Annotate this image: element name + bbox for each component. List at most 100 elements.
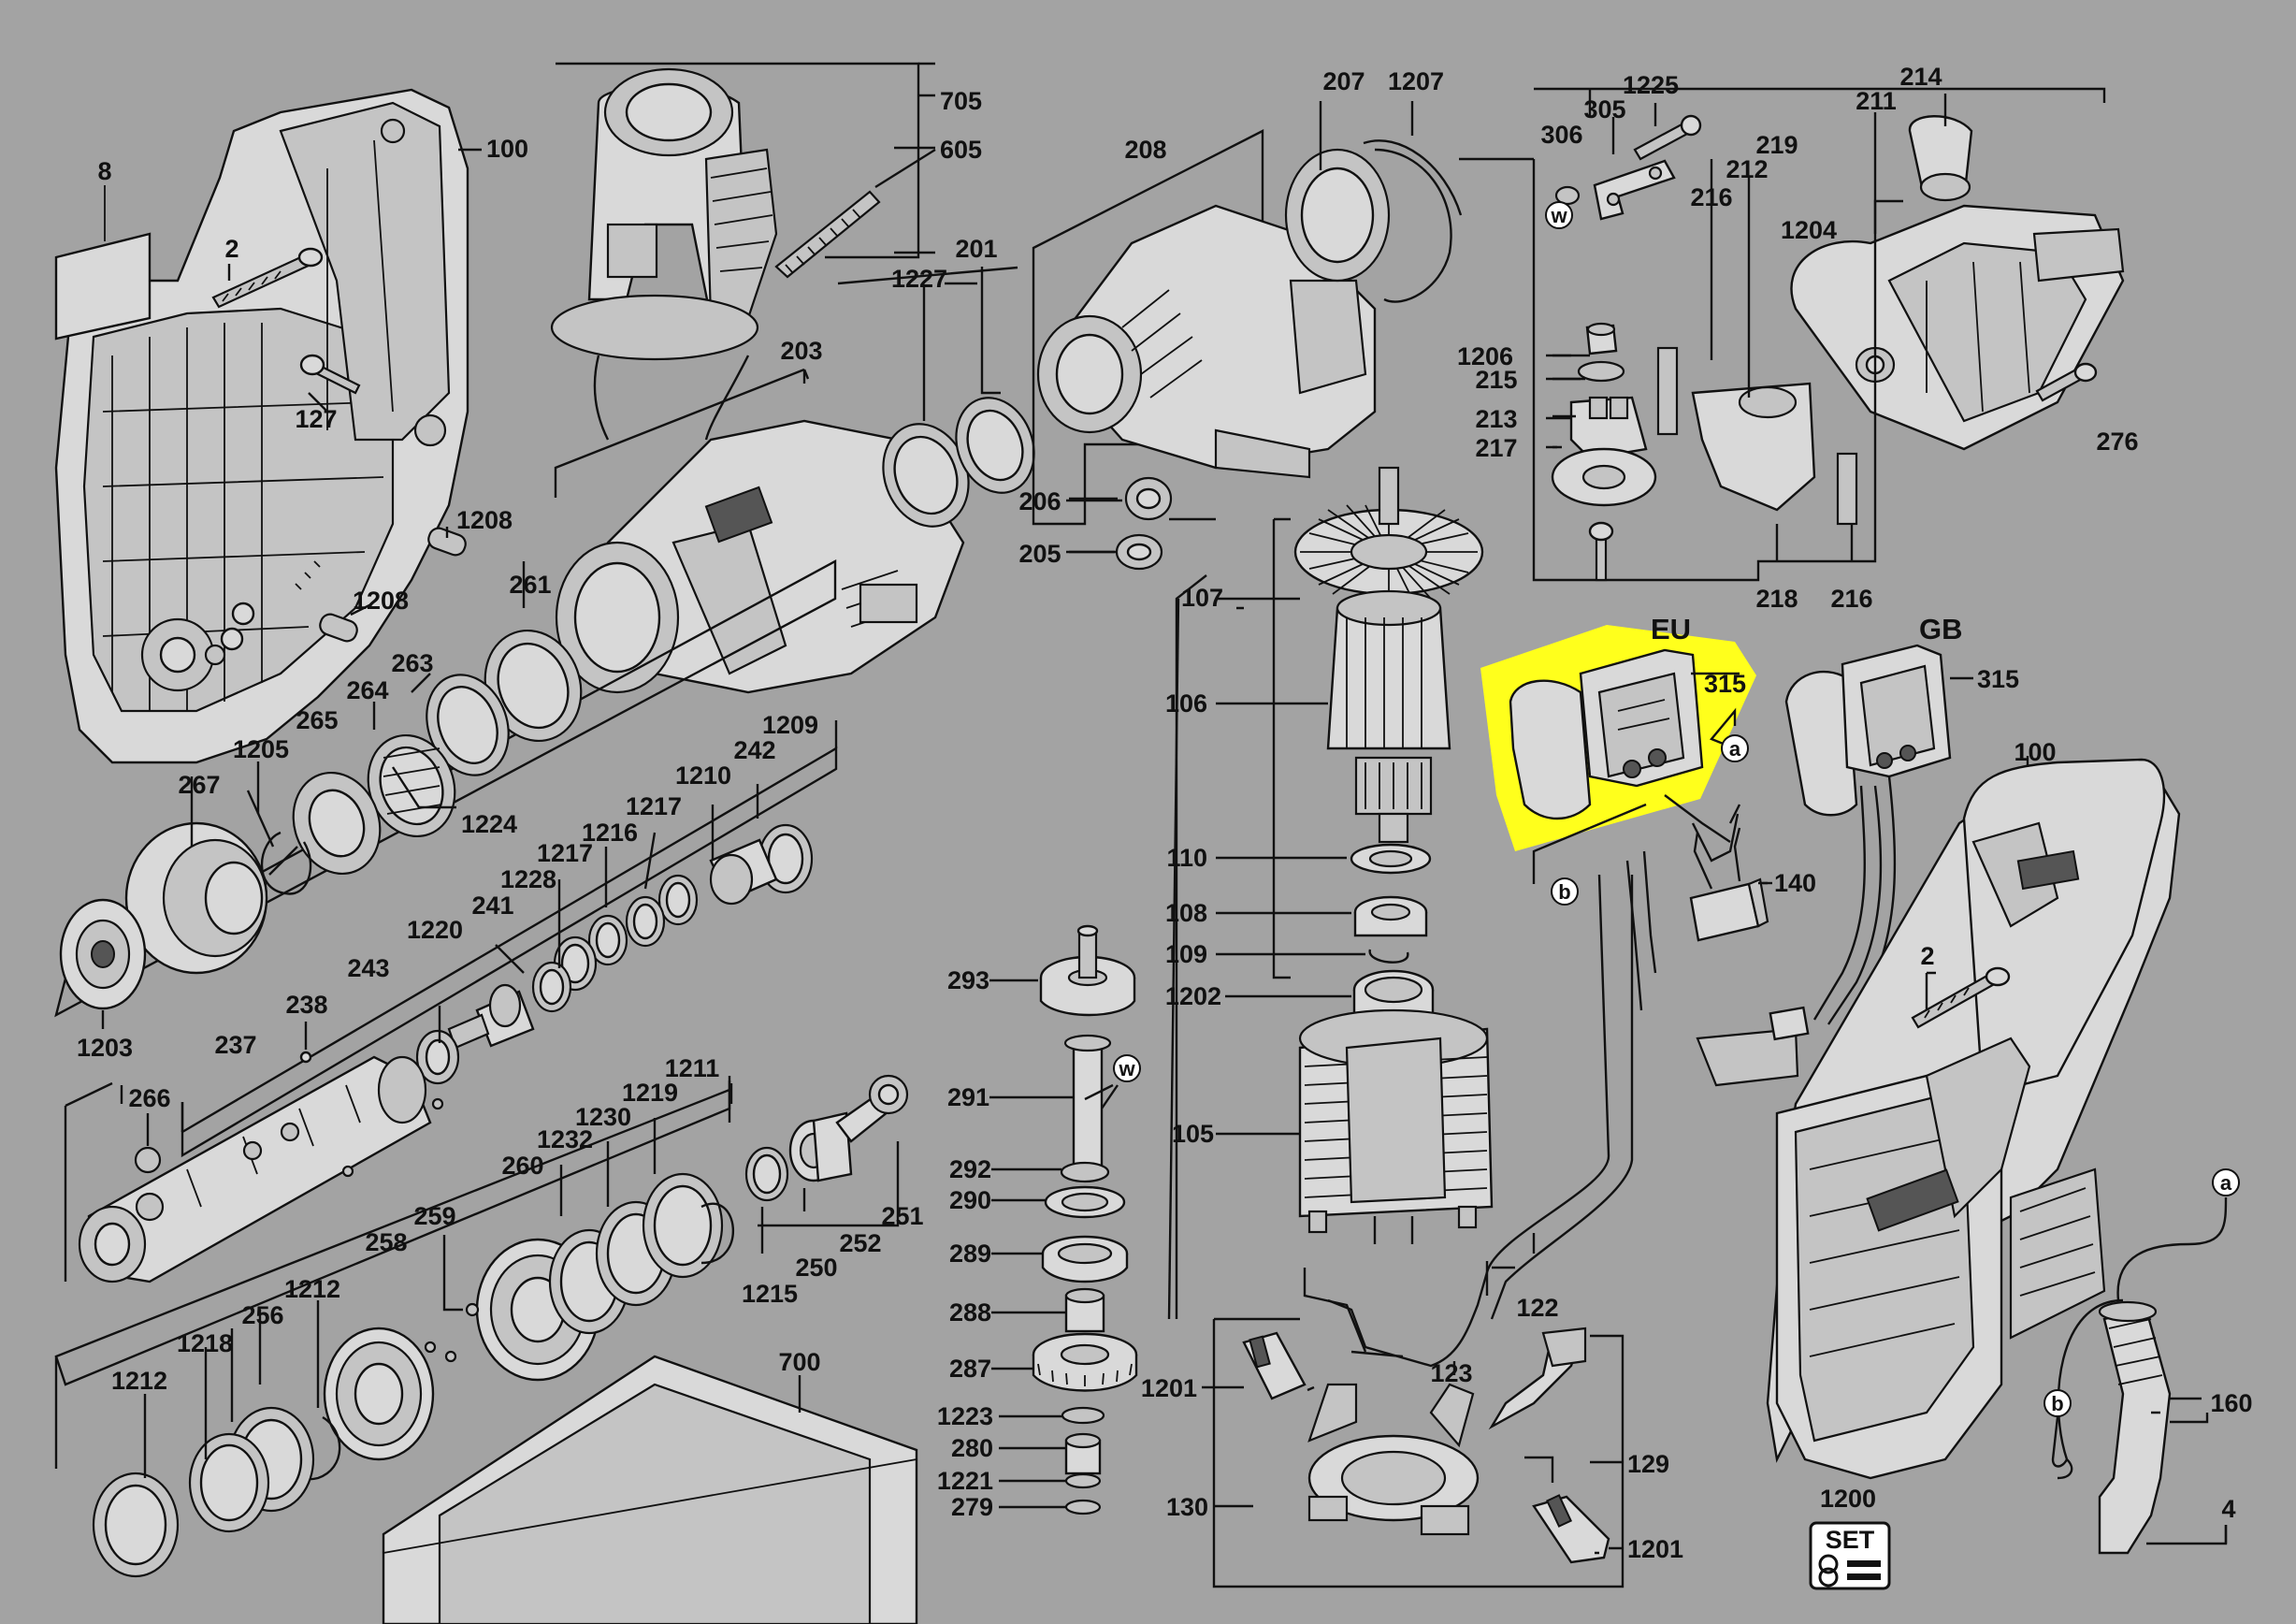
part-2-screw: [211, 247, 324, 309]
bracket-208: [1032, 129, 1264, 526]
callout-w-shaft: w: [1113, 1054, 1141, 1082]
part-258-clutch: [323, 1327, 435, 1461]
bracket-203: [554, 368, 805, 498]
label-107: 107: [1181, 584, 1223, 612]
part-291-shaft: [1063, 1034, 1112, 1171]
label-1225: 1225: [1623, 71, 1679, 99]
part-203-gear-housing: [555, 419, 965, 694]
label-218: 218: [1755, 585, 1798, 613]
svg-text:SET: SET: [1826, 1526, 1875, 1554]
label-208: 208: [1124, 136, 1166, 164]
part-8-label-plate: [54, 232, 152, 341]
label-108: 108: [1165, 899, 1207, 927]
label-700: 700: [778, 1348, 820, 1376]
part-276-screw: [2035, 362, 2098, 402]
part-100-assembled-tool: [1766, 758, 2181, 1480]
label-1211: 1211: [665, 1054, 720, 1082]
part-237-tool-holder: [78, 1055, 432, 1283]
callout-a-cord: a: [2212, 1168, 2240, 1196]
label-129: 129: [1627, 1450, 1669, 1478]
part-housing-left: [54, 88, 469, 764]
label-1208-b: 1208: [353, 587, 409, 615]
label-207: 207: [1322, 67, 1365, 95]
part-315-gb-switch: [1784, 644, 1952, 817]
label-214: 214: [1899, 63, 1942, 91]
part-1210-ring: [657, 874, 699, 926]
part-105-stator: [1298, 1008, 1494, 1244]
label-259: 259: [413, 1202, 455, 1230]
label-264: 264: [346, 676, 388, 704]
label-288: 288: [949, 1298, 991, 1327]
part-211-housing-cover: [1790, 204, 2125, 451]
part-705-side-handle: [550, 67, 778, 441]
svg-text:a: a: [2220, 1171, 2232, 1195]
part-287-gear: [1032, 1332, 1138, 1392]
callout-a-eu: a: [1721, 734, 1749, 762]
label-212: 212: [1726, 155, 1768, 183]
label-241: 241: [471, 892, 513, 920]
bracket-130: [1212, 1319, 1625, 1588]
label-1232: 1232: [537, 1125, 593, 1153]
part-1221-ring: [1064, 1472, 1102, 1489]
part-1223-washer: [1061, 1406, 1105, 1425]
part-1212-circlip-b: [92, 1472, 180, 1578]
label-276: 276: [2096, 428, 2138, 456]
part-208-cylinder: [1036, 204, 1377, 479]
label-305: 305: [1583, 95, 1625, 123]
part-213-brush-holder: [1569, 396, 1648, 460]
part-279-ring: [1064, 1499, 1102, 1515]
label-705: 705: [940, 87, 982, 115]
label-160: 160: [2210, 1389, 2252, 1417]
label-315-gb: 315: [1977, 665, 2019, 693]
label-217: 217: [1475, 434, 1517, 462]
label-100: 100: [486, 135, 528, 163]
part-214-knob: [1908, 115, 1973, 202]
label-215: 215: [1475, 366, 1517, 394]
label-1210: 1210: [675, 761, 731, 790]
label-130: 130: [1166, 1493, 1208, 1521]
label-1208-a: 1208: [456, 506, 513, 534]
part-1219-ring: [642, 1172, 724, 1279]
part-241-piston: [447, 983, 535, 1050]
label-1205: 1205: [233, 735, 289, 763]
label-1201-b: 1201: [1627, 1535, 1683, 1563]
part-305-bracket: [1593, 159, 1676, 221]
svg-text:w: w: [1118, 1057, 1135, 1080]
label-1228: 1228: [500, 865, 556, 893]
part-123-wire: [1303, 1268, 1367, 1353]
label-203: 203: [780, 337, 822, 365]
label-1227: 1227: [891, 265, 947, 293]
label-266: 266: [128, 1084, 170, 1112]
part-1206-cap: [1585, 322, 1618, 355]
part-1205-circlip: [260, 831, 312, 895]
part-215-washer: [1577, 360, 1625, 383]
part-292-washer: [1060, 1161, 1110, 1183]
label-216-a: 216: [1690, 183, 1732, 211]
label-293: 293: [947, 966, 989, 994]
label-238: 238: [285, 991, 327, 1019]
label-206: 206: [1018, 487, 1061, 515]
label-251: 251: [881, 1202, 923, 1230]
label-279: 279: [951, 1493, 993, 1521]
label-287: 287: [949, 1355, 991, 1383]
label-1212-b: 1212: [111, 1367, 167, 1395]
label-256: 256: [241, 1301, 283, 1329]
part-1207-circlip: [1374, 148, 1452, 303]
label-1201-a: 1201: [1141, 1374, 1197, 1402]
label-216-b: 216: [1830, 585, 1872, 613]
part-280-bushing: [1064, 1432, 1102, 1475]
label-1202: 1202: [1165, 982, 1221, 1010]
part-259-ball: [424, 1341, 437, 1354]
eu-switch-leads: [1625, 850, 1657, 1011]
label-1203: 1203: [77, 1034, 133, 1062]
part-1203-dust-cap: [59, 898, 147, 1010]
part-289-clutch-ring: [1041, 1235, 1129, 1283]
part-216-clip-b: [1836, 452, 1858, 526]
label-1215: 1215: [742, 1280, 798, 1308]
label-219: 219: [1755, 131, 1798, 159]
part-number-labels: 8 100 2 127 1208 1208 705 605 203 1227 2…: [77, 63, 2253, 1563]
label-1217-a: 1217: [626, 792, 682, 820]
label-1223: 1223: [937, 1402, 993, 1430]
label-1220: 1220: [407, 916, 463, 944]
